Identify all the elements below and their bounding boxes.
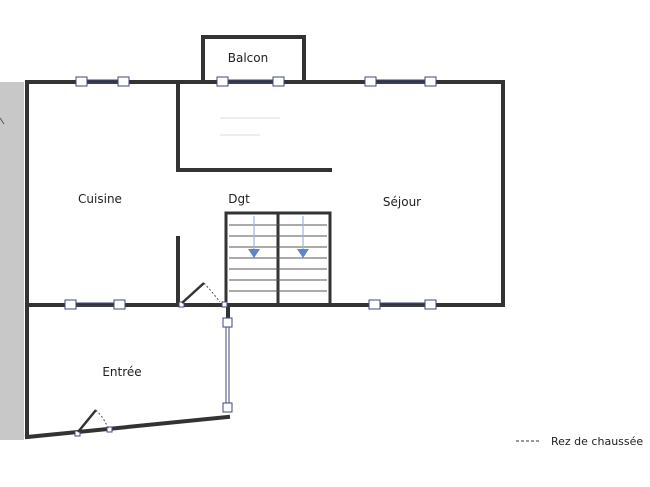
edge-tick-icon xyxy=(0,117,5,125)
room-label-cuisine: Cuisine xyxy=(78,192,122,206)
room-label-entree: Entrée xyxy=(102,365,141,379)
window-balcony xyxy=(216,76,285,87)
room-label-balcon: Balcon xyxy=(228,51,268,65)
window-kitchen-bottom xyxy=(64,299,126,310)
staircase xyxy=(224,211,332,307)
stair-arrow-right-icon xyxy=(297,249,309,258)
adjacent-wall-band xyxy=(0,82,24,440)
corridor-hatch xyxy=(220,117,280,136)
door-kitchen xyxy=(178,282,228,308)
walls xyxy=(24,35,505,440)
window-living-bottom xyxy=(368,299,437,310)
room-label-dgt: Dgt xyxy=(228,192,250,206)
window-kitchen-top xyxy=(75,76,130,87)
room-label-sejour: Séjour xyxy=(383,195,421,209)
stair-arrow-left-icon xyxy=(248,249,260,258)
legend-label: Rez de chaussée xyxy=(551,435,643,448)
window-entree-side xyxy=(222,317,233,413)
window-living-top xyxy=(364,76,437,87)
door-entrance xyxy=(74,409,113,437)
windows xyxy=(64,76,437,413)
